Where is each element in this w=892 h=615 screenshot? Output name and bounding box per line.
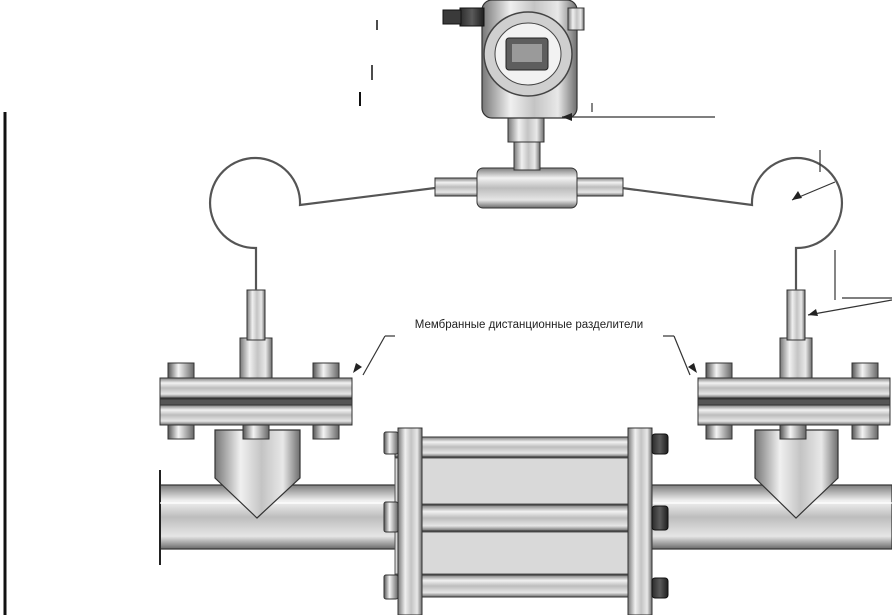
transmitter — [442, 0, 585, 171]
capillary-left — [208, 156, 436, 290]
flow-element — [383, 427, 669, 615]
arrowheads — [353, 113, 818, 373]
diaphragm-seals-label: Мембранные дистанционные разделители — [415, 319, 643, 331]
bolt-heads — [383, 431, 399, 600]
bolt-nuts — [651, 433, 669, 599]
capillary-right — [621, 156, 844, 290]
manifold — [434, 167, 624, 209]
leader-lines — [362, 103, 892, 376]
diaphragm-seal-left — [159, 289, 353, 519]
frame-lines — [3, 20, 378, 615]
diaphragm-seal-right — [697, 289, 891, 519]
